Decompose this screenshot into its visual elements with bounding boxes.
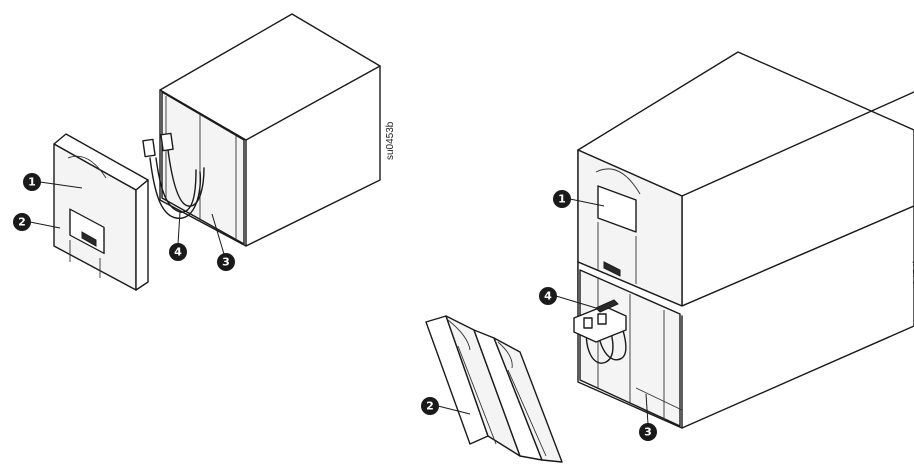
right-illustration: su0454b 1 4 2 3: [421, 51, 914, 463]
right-front-bezel-pieces: [425, 315, 563, 463]
right-figure-code: su0454b: [912, 257, 914, 296]
left-brand-logo: [81, 231, 97, 247]
callout-label: 1: [28, 176, 36, 189]
callout-label: 1: [558, 193, 566, 206]
right-callout-1: 1: [553, 190, 605, 208]
callout-label: 4: [174, 246, 182, 259]
right-battery-connector: [573, 299, 627, 364]
left-front-bezel: [53, 133, 149, 291]
callout-label: 3: [644, 426, 652, 439]
callout-label: 4: [544, 290, 552, 303]
left-illustration: su0453b 1 2 4 3: [13, 13, 396, 291]
left-battery-cables: [142, 132, 205, 219]
left-callout-4: 4: [169, 211, 187, 261]
left-ups-cabinet: [159, 13, 381, 247]
right-display-window: [597, 185, 637, 233]
right-callout-3: 3: [639, 393, 657, 441]
callout-label: 3: [222, 256, 230, 269]
right-callout-2: 2: [421, 397, 471, 415]
callout-label: 2: [18, 216, 26, 229]
callout-label: 2: [426, 400, 434, 413]
right-callout-4: 4: [539, 287, 597, 309]
left-figure-code: su0453b: [385, 121, 396, 160]
right-brand-logo: [603, 261, 621, 277]
left-callout-3: 3: [211, 213, 235, 271]
left-connector-a: [142, 138, 156, 158]
left-callout-1: 1: [23, 173, 83, 191]
left-callout-2: 2: [13, 213, 61, 231]
left-connector-b: [160, 132, 174, 152]
